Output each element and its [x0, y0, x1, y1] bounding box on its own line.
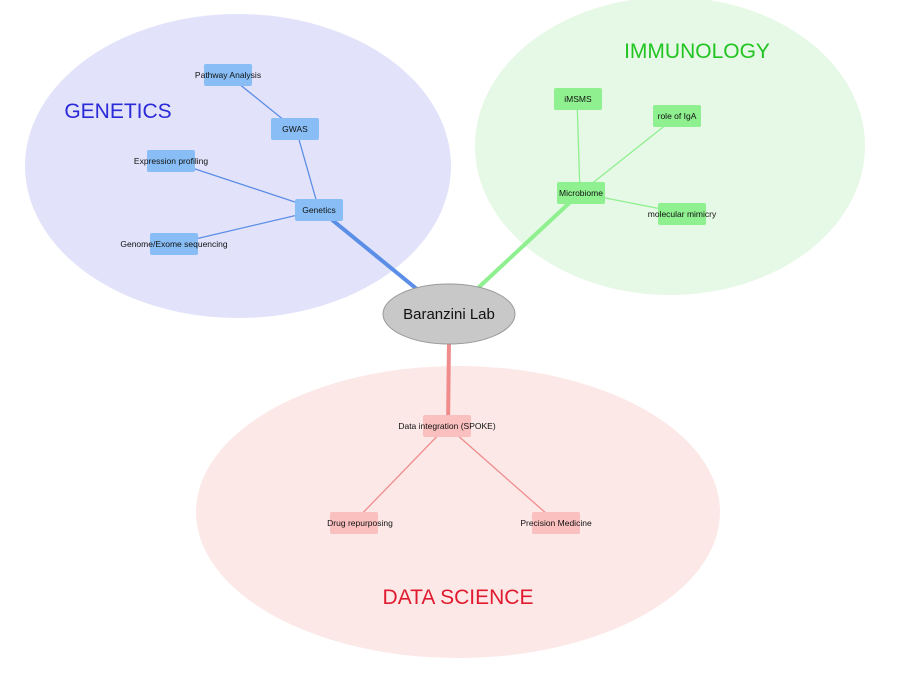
node-data-integration-label: Data integration (SPOKE) [398, 421, 495, 431]
center-node-outline [382, 283, 516, 345]
immunology-region [475, 0, 865, 295]
node-gwas-label: GWAS [282, 124, 308, 134]
node-drug-repurposing[interactable]: Drug repurposing [327, 512, 393, 534]
edge-data-integration-drug [353, 425, 448, 523]
node-genetics-label: Genetics [302, 205, 336, 215]
edge-genetics-gwas [295, 128, 320, 211]
node-microbiome-label: Microbiome [559, 188, 603, 198]
center-node-label: Baranzini Lab [403, 306, 495, 323]
node-role-of-iga[interactable]: role of IgA [653, 105, 701, 127]
node-genetics[interactable]: Genetics [295, 199, 343, 221]
genetics-title: GENETICS [64, 100, 171, 123]
node-pathway-analysis-label: Pathway Analysis [195, 70, 261, 80]
edge-center-microbiome [476, 191, 582, 290]
center-node-shape [383, 284, 515, 344]
center-node[interactable]: Baranzini Lab [382, 283, 516, 345]
node-expression-profiling[interactable]: Expression profiling [134, 150, 208, 172]
node-microbiome[interactable]: Microbiome [557, 182, 605, 204]
edge-microbiome-iga [579, 115, 678, 194]
immunology-title: IMMUNOLOGY [624, 40, 770, 63]
node-expression-profiling-label: Expression profiling [134, 156, 208, 166]
genetics-region [25, 14, 451, 318]
node-molecular-mimicry-label: molecular mimicry [648, 209, 717, 219]
node-precision-medicine[interactable]: Precision Medicine [520, 512, 592, 534]
node-imsms-label: iMSMS [564, 94, 592, 104]
node-gwas[interactable]: GWAS [271, 118, 319, 140]
edge-genetics-expression [170, 160, 320, 211]
node-genome-exome-sequencing[interactable]: Genome/Exome sequencing [120, 233, 228, 255]
edge-microbiome-imsms [576, 98, 581, 194]
node-genome-exome-sequencing-label: Genome/Exome sequencing [120, 239, 228, 249]
node-molecular-mimicry[interactable]: molecular mimicry [648, 203, 717, 225]
node-data-integration[interactable]: Data integration (SPOKE) [398, 415, 496, 437]
edge-center-data-integration [446, 339, 451, 427]
edge-genetics-genome [173, 209, 320, 245]
data-science-title: DATA SCIENCE [383, 586, 534, 609]
node-role-of-iga-label: role of IgA [658, 111, 697, 121]
node-drug-repurposing-label: Drug repurposing [327, 518, 393, 528]
node-imsms[interactable]: iMSMS [554, 88, 602, 110]
node-precision-medicine-label: Precision Medicine [520, 518, 592, 528]
data-science-region [196, 366, 720, 658]
edge-data-integration-precision [446, 425, 557, 523]
node-pathway-analysis[interactable]: Pathway Analysis [195, 64, 261, 86]
edge-center-genetics [318, 208, 420, 292]
